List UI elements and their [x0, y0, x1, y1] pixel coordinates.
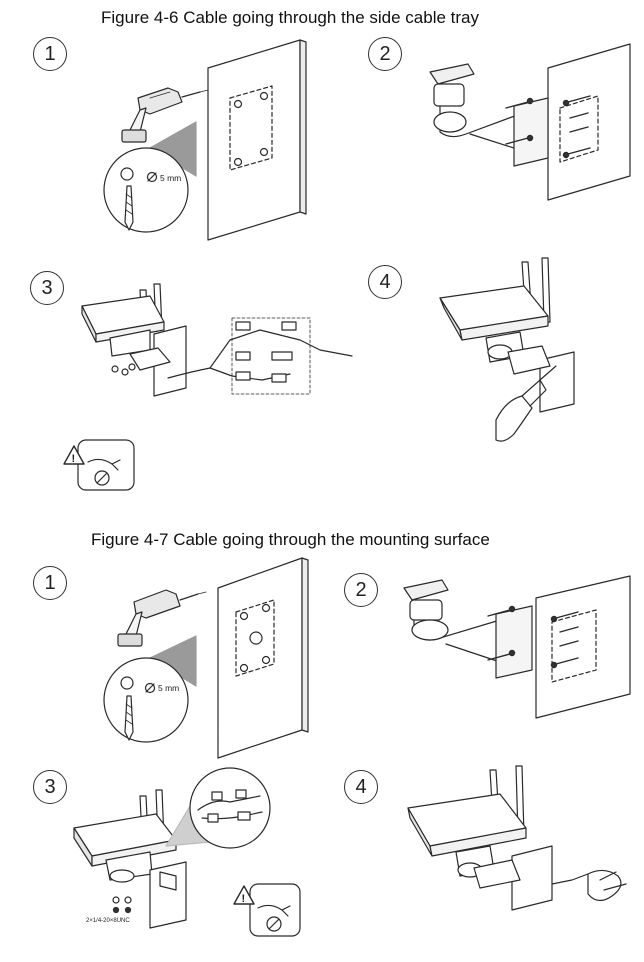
fig47-warning-box: !: [233, 883, 301, 937]
fig47-step2-wall: [535, 575, 631, 719]
drill-icon: [117, 589, 207, 647]
fig47-step-1-marker: 1: [33, 566, 67, 600]
drill-bit-icon: [124, 695, 134, 741]
fig47-step-4-marker: 4: [344, 770, 378, 804]
cable-zoom: [165, 767, 271, 849]
cable-icon: [197, 795, 261, 811]
fig47-screw-spec-label: 2×1/4-20×8UNC: [86, 918, 130, 924]
fig46-step1-wall: [207, 39, 307, 241]
screw-icon: [111, 363, 136, 376]
drill-bit-zoom: 5 mm: [103, 121, 197, 233]
fig46-step4-wall: [507, 345, 575, 413]
fig46-step-2-marker: 2: [368, 37, 402, 71]
svg-text:!: !: [72, 453, 76, 465]
fig46-step2-bracket: [429, 63, 549, 167]
hand-icon: [551, 869, 627, 902]
fig47-step4-camera: [407, 765, 527, 878]
fig47-step3-wall: [149, 861, 187, 929]
screw-icon: 2×1/4-20×8UNC: [86, 896, 132, 924]
screw-icon: [487, 605, 579, 669]
fig46-step-3-marker: 3: [30, 271, 64, 305]
fig47-step2-bracket: [403, 579, 533, 679]
fig46-step4-camera: [439, 257, 551, 363]
fig46-step3-wall: [129, 325, 187, 397]
fig46-step-1-marker: 1: [33, 37, 67, 71]
svg-text:!: !: [242, 893, 246, 905]
fig46-warning-box: !: [63, 439, 135, 491]
warning-icon: [233, 885, 255, 905]
figure-4-6-caption: Figure 4-6 Cable going through the side …: [101, 8, 480, 27]
hand-icon: [495, 365, 557, 442]
power-plug-icon: [87, 458, 121, 471]
fig46-step2-wall: [547, 43, 631, 201]
cable-icon: [167, 317, 353, 395]
camera-icon: [73, 789, 177, 883]
fig47-drill-size-label: 5 mm: [158, 683, 179, 693]
fig47-step-2-marker: 2: [344, 573, 378, 607]
fig47-step-3-marker: 3: [33, 770, 67, 804]
fig46-drill-size-label: 5 mm: [160, 173, 181, 183]
power-plug-icon: [257, 904, 291, 917]
drill-bit-zoom: 5 mm: [103, 635, 197, 743]
warning-icon: [63, 445, 85, 465]
fig47-step1-wall: [217, 557, 309, 759]
screw-icon: [505, 95, 591, 159]
fig47-step4-wall: [473, 845, 553, 911]
fig46-step-4-marker: 4: [368, 265, 402, 299]
camera-icon: [81, 283, 165, 357]
drill-bit-icon: [124, 185, 134, 231]
drill-icon: [121, 87, 209, 143]
figure-4-7-caption: Figure 4-7 Cable going through the mount…: [91, 530, 490, 549]
